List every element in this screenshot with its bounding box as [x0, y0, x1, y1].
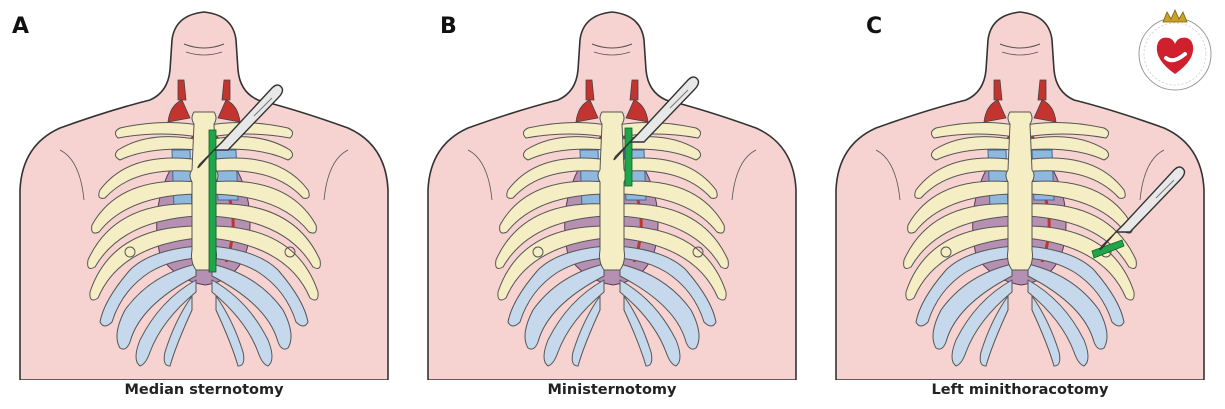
panel-a: A Median sternotomy	[0, 0, 408, 409]
panel-b: B Ministernotomy	[408, 0, 816, 409]
panel-letter: A	[12, 14, 29, 39]
panel-letter: C	[866, 14, 882, 39]
panel-caption: Median sternotomy	[0, 382, 408, 398]
ministernotomy-illustration	[408, 0, 816, 380]
panel-caption: Left minithoracotomy	[816, 382, 1224, 398]
crown-icon	[1163, 10, 1187, 22]
panel-caption: Ministernotomy	[408, 382, 816, 398]
incision-line	[625, 128, 632, 186]
panel-letter: B	[440, 14, 457, 39]
median-sternotomy-illustration	[0, 0, 408, 380]
heart-logo-icon	[1133, 8, 1217, 92]
